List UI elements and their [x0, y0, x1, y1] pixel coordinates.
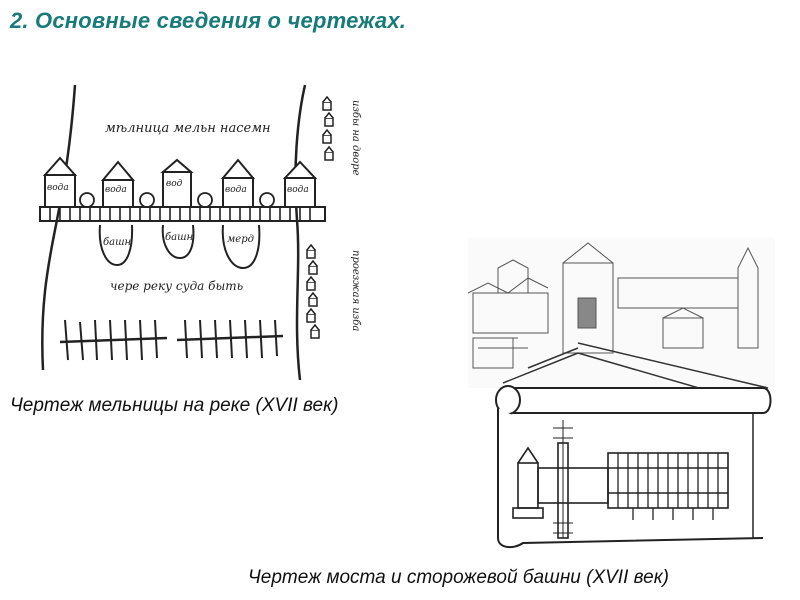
slide-title: 2. Основные сведения о чертежах. — [10, 8, 407, 33]
bridge-drawing-caption: Чертеж моста и сторожевой башни (XVII ве… — [248, 567, 670, 588]
mill-drawing-illustration: мѣлница мельн насемн вода вода вод вода вод… — [39, 84, 361, 380]
svg-text:вода: вода — [225, 185, 247, 195]
svg-text:башн: башн — [165, 232, 193, 243]
bridge-tower-drawing-illustration — [468, 238, 775, 549]
svg-text:мѣлница мельн насемн: мѣлница мельн насемн — [105, 121, 271, 136]
svg-text:чере реку суда быть: чере реку суда быть — [110, 279, 243, 293]
svg-text:мерд: мерд — [227, 234, 254, 245]
svg-text:проезжая изба: проезжая изба — [350, 250, 361, 331]
svg-text:вода: вода — [105, 185, 127, 195]
svg-text:избы на дворе: избы на дворе — [350, 100, 361, 176]
svg-text:вод: вод — [166, 179, 183, 189]
svg-text:вода: вода — [47, 183, 69, 193]
svg-text:вода: вода — [287, 185, 309, 195]
mill-drawing-caption: Чертеж мельницы на реке (XVII век) — [10, 395, 339, 416]
svg-text:башн: башн — [103, 237, 131, 248]
